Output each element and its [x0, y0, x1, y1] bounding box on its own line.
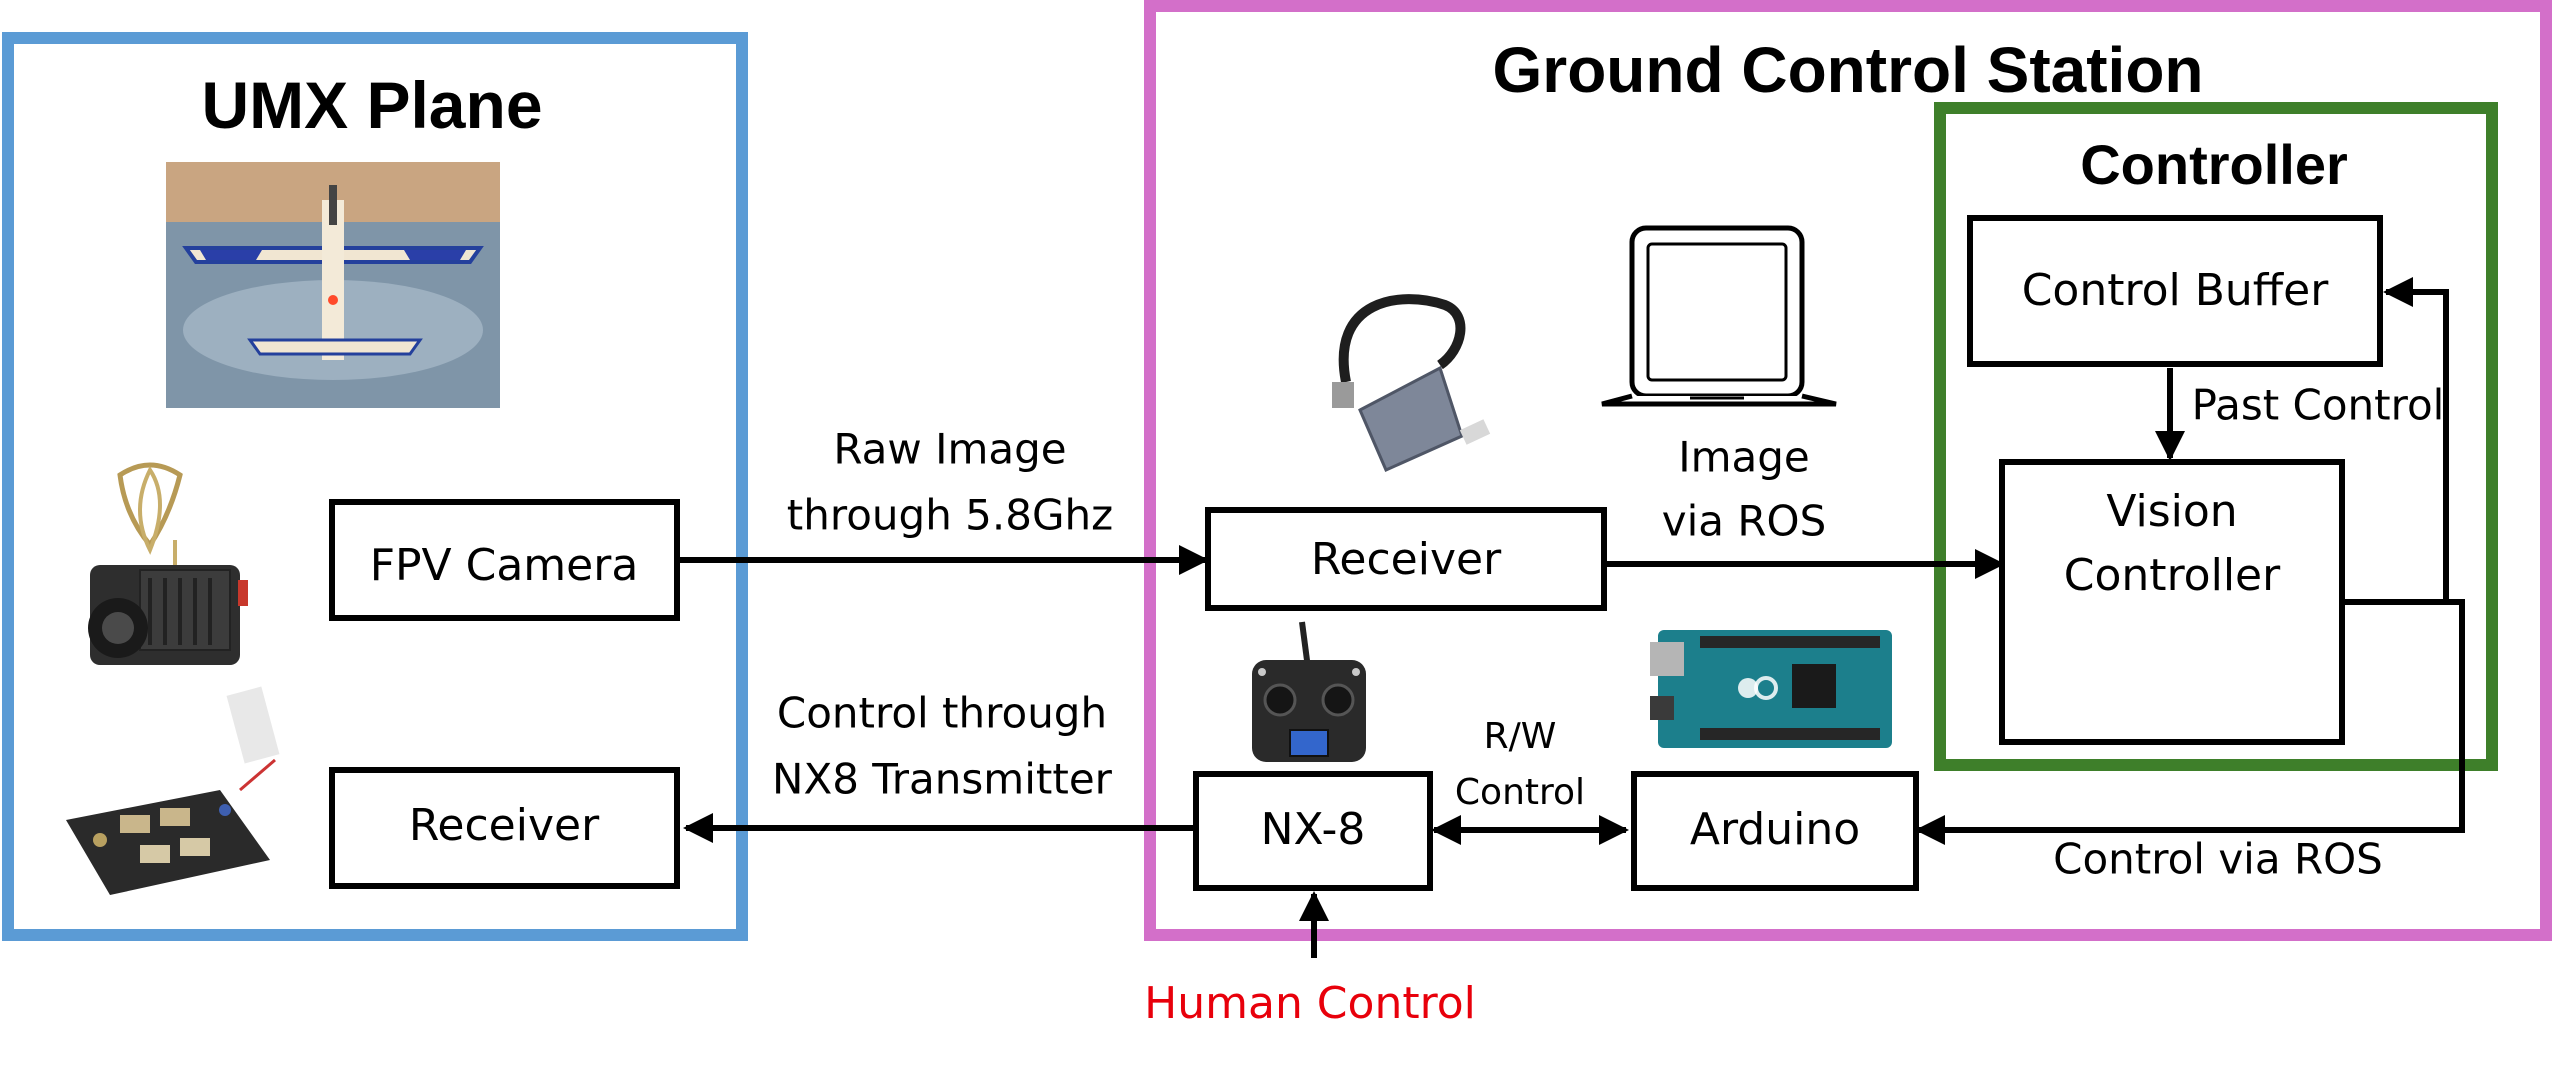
arduino-block — [1631, 771, 1919, 891]
control-buffer-label: Control Buffer — [2022, 265, 2329, 316]
control-nx8-label-line2: NX8 Transmitter — [772, 755, 1113, 804]
gcs-receiver-label: Receiver — [1311, 534, 1502, 585]
plane-photo — [166, 162, 500, 408]
vision-controller-label-line2: Controller — [2064, 550, 2281, 601]
vision-controller-label-line1: Vision — [2106, 486, 2237, 537]
raw-image-label-line2: through 5.8Ghz — [787, 491, 1113, 540]
nx8-transmitter-photo — [1252, 621, 1366, 762]
image-ros-label-line1: Image — [1678, 433, 1810, 482]
plane-receiver-block — [329, 767, 680, 889]
raw-image-label-line1: Raw Image — [833, 425, 1066, 474]
rw-control-label-line2: Control — [1455, 772, 1585, 813]
control-via-ros-label: Control via ROS — [2053, 835, 2383, 884]
controller-group — [1934, 102, 2498, 771]
umx-plane-title: UMX Plane — [201, 68, 542, 142]
control-nx8-label-line1: Control through — [777, 689, 1107, 738]
fpv-camera-module-photo — [88, 462, 248, 665]
laptop-icon — [1601, 225, 1837, 407]
rw-control-label-line1: R/W — [1484, 716, 1557, 757]
plane-receiver-label: Receiver — [409, 800, 600, 851]
control-buffer-block — [1967, 215, 2383, 367]
umx-plane-group — [2, 32, 748, 941]
gcs-receiver-block — [1205, 507, 1607, 611]
image-ros-label-line2: via ROS — [1662, 497, 1827, 546]
usb-capture-dongle-photo — [1332, 294, 1491, 472]
nx8-label: NX-8 — [1261, 804, 1366, 855]
fpv-camera-block — [329, 499, 680, 621]
ground-control-station-group — [1144, 0, 2552, 941]
vision-controller-block — [1999, 459, 2345, 745]
past-control-label: Past Control — [2192, 381, 2445, 430]
human-control-label: Human Control — [1144, 978, 1476, 1029]
plane-receiver-board-photo — [66, 686, 280, 895]
edge-control-via-ros — [1915, 599, 2465, 845]
controller-title: Controller — [2080, 133, 2348, 196]
fpv-camera-label: FPV Camera — [370, 540, 639, 591]
arduino-board-photo — [1650, 630, 1892, 748]
arduino-label: Arduino — [1690, 804, 1860, 855]
ground-control-station-title: Ground Control Station — [1493, 34, 2204, 106]
nx8-block — [1193, 771, 1433, 891]
